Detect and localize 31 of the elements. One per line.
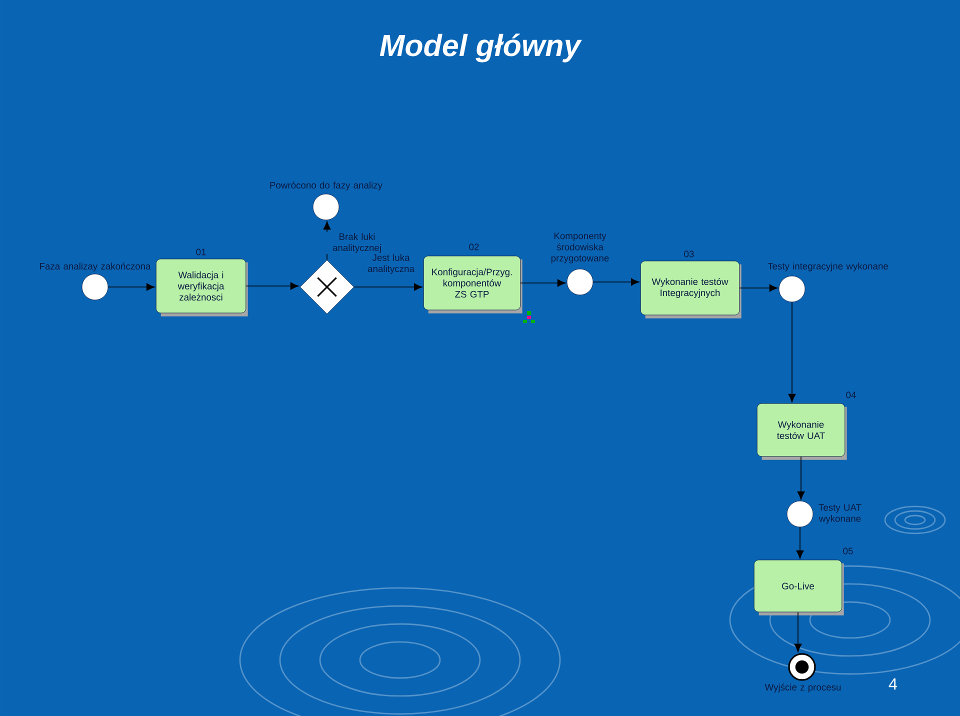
- task-box: Wykonanie testów UAT: [756, 403, 847, 460]
- arrow: [592, 278, 640, 286]
- arrow: [520, 279, 566, 287]
- arrow: [796, 526, 804, 559]
- event-label: Faza analizay zakończona: [40, 262, 151, 272]
- event-label: Powrócono do fazy analizy: [270, 182, 382, 190]
- arrow: [739, 284, 778, 292]
- arrow: [794, 612, 802, 652]
- task-number: 01: [196, 248, 206, 256]
- gateway-diamond: [300, 260, 354, 314]
- arrow: [108, 283, 155, 291]
- event-label: Wyjście z procesu: [764, 684, 841, 692]
- event-label: Komponenty środowiska przygotowane: [551, 232, 609, 264]
- diagram-title: Model główny: [380, 34, 582, 62]
- task-box: Walidacja i weryfikacja zależnosci: [156, 258, 248, 316]
- event-label: Testy integracyjne wykonane: [768, 262, 888, 272]
- task-box: Go-Live: [754, 560, 844, 616]
- task-number: 05: [843, 548, 853, 554]
- task-box: Wykonanie testów Integracyjnych: [640, 260, 742, 318]
- task-number: 04: [846, 392, 856, 398]
- edge-label: Brak luki analitycznej: [326, 232, 388, 254]
- event-label: Testy UAT wykonane: [818, 504, 862, 524]
- task-number: 03: [684, 250, 694, 258]
- arrow: [788, 302, 796, 402]
- arrow: [354, 283, 422, 291]
- task-number: 02: [469, 244, 479, 250]
- arrow: [246, 282, 299, 290]
- arrow: [797, 456, 805, 500]
- task-box: Konfiguracja/Przyg. komponentów ZS GTP: [423, 256, 522, 314]
- page-number: 4: [888, 678, 898, 690]
- edge-label: Jest luka analityczna: [362, 252, 420, 276]
